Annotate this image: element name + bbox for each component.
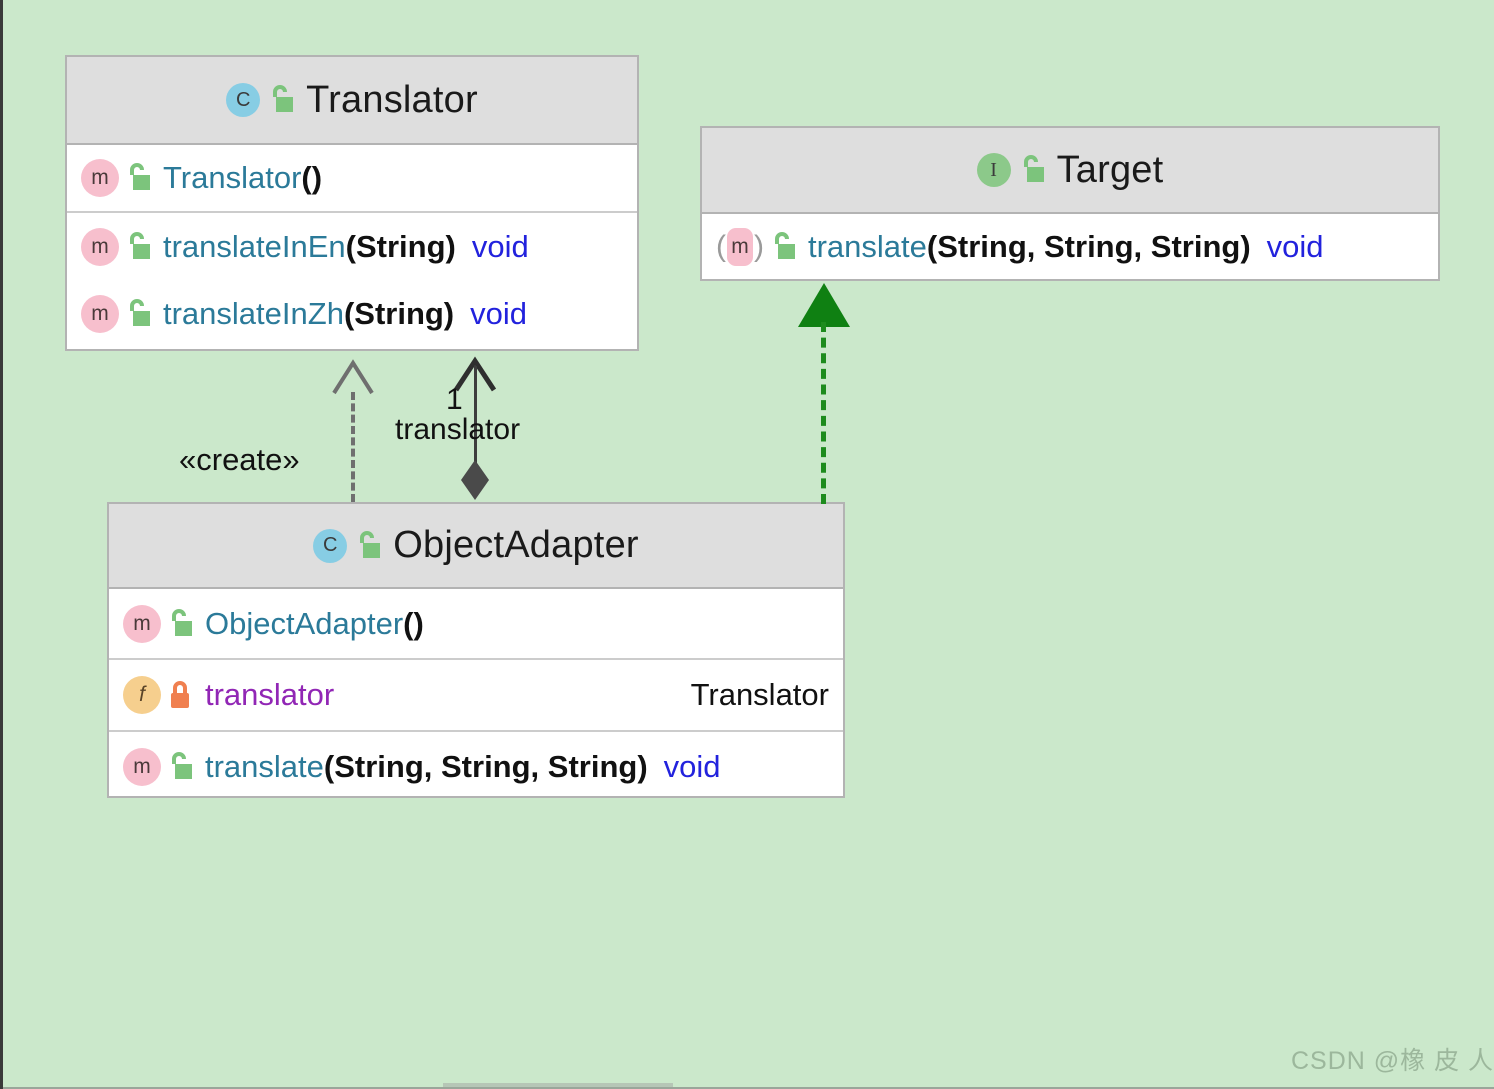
class-header-target: I Target [702, 128, 1438, 214]
member-row[interactable]: f translator Translator [109, 660, 843, 730]
open-arrowhead-icon [332, 359, 374, 395]
unlocked-icon [355, 530, 393, 561]
class-section-constructors-translator: m Translator () [67, 145, 637, 211]
member-name: translate [205, 749, 324, 784]
realization-line [821, 322, 826, 504]
unlocked-icon [167, 752, 205, 782]
abstract-method-icon: ( m ) [716, 227, 764, 266]
edge-label-role: translator [395, 413, 521, 446]
member-row[interactable]: ( m ) translate (String, String, String)… [702, 214, 1438, 279]
unlocked-icon [125, 163, 163, 193]
locked-icon [167, 680, 205, 710]
class-box-object-adapter[interactable]: C ObjectAdapter m ObjectAdapter [107, 502, 845, 798]
member-return-type: void [1266, 228, 1324, 264]
member-name: ObjectAdapter [205, 605, 404, 641]
unlocked-icon [770, 231, 808, 262]
member-row[interactable]: m translateInEn (String) void [67, 213, 637, 280]
method-icon: m [123, 748, 161, 786]
interface-icon: I [976, 153, 1011, 187]
unlocked-icon [167, 608, 205, 639]
horizontal-scrollbar[interactable] [443, 1083, 673, 1087]
filled-diamond-icon [461, 460, 489, 500]
class-section-methods-target: ( m ) translate (String, String, String)… [702, 214, 1438, 279]
class-box-translator[interactable]: C Translator m Translator () [65, 55, 639, 351]
unlocked-icon [1019, 155, 1057, 185]
edge-label-create: «create» [179, 442, 300, 477]
member-params: (String, String, String) [323, 749, 648, 784]
method-icon: m [81, 294, 119, 333]
unlocked-icon [268, 85, 306, 115]
member-row[interactable]: m translate (String, String, String) voi… [109, 732, 843, 802]
method-icon: m [123, 604, 161, 643]
unlocked-icon [125, 231, 163, 262]
class-icon: C [313, 528, 348, 563]
class-section-fields-object-adapter: f translator Translator [109, 658, 843, 730]
method-icon: m [81, 159, 119, 197]
member-params: () [403, 605, 424, 641]
member-name: translateInEn [163, 228, 346, 264]
member-name: Translator [163, 160, 302, 195]
member-params: (String) [343, 295, 455, 331]
class-section-constructors-object-adapter: m ObjectAdapter () [109, 589, 843, 658]
class-header-object-adapter: C ObjectAdapter [109, 504, 843, 589]
class-section-methods-translator: m translateInEn (String) void m [67, 211, 637, 347]
class-title-translator: Translator [306, 78, 478, 121]
member-return-type: void [470, 295, 528, 331]
class-box-target[interactable]: I Target ( m ) [700, 126, 1440, 281]
class-icon: C [226, 83, 261, 117]
aggregation-line [474, 366, 477, 470]
member-row[interactable]: m ObjectAdapter () [109, 589, 843, 658]
field-type: Translator [690, 677, 829, 712]
member-return-type: void [663, 749, 721, 784]
bottom-divider [3, 1087, 1494, 1089]
member-name: translate [808, 228, 927, 264]
member-return-type: void [471, 228, 529, 264]
solid-triangle-arrowhead-icon [798, 283, 850, 327]
edge-label-multiplicity: 1 [446, 383, 463, 416]
member-row[interactable]: m translateInZh (String) void [67, 280, 637, 347]
member-params: (String) [345, 228, 456, 264]
class-section-methods-object-adapter: m translate (String, String, String) voi… [109, 730, 843, 802]
watermark-text: CSDN @橡 皮 人 [1291, 1047, 1494, 1075]
method-icon: m [81, 227, 119, 266]
member-params: (String, String, String) [926, 228, 1251, 264]
unlocked-icon [125, 298, 163, 329]
class-title-target: Target [1056, 148, 1164, 191]
dependency-line [351, 392, 355, 502]
field-icon: f [123, 676, 161, 714]
member-params: () [301, 160, 323, 195]
field-name: translator [205, 677, 335, 712]
member-row[interactable]: m Translator () [67, 145, 637, 211]
class-title-object-adapter: ObjectAdapter [393, 524, 639, 566]
class-header-translator: C Translator [67, 57, 637, 145]
member-name: translateInZh [163, 295, 344, 331]
open-arrowhead-icon [453, 356, 497, 392]
